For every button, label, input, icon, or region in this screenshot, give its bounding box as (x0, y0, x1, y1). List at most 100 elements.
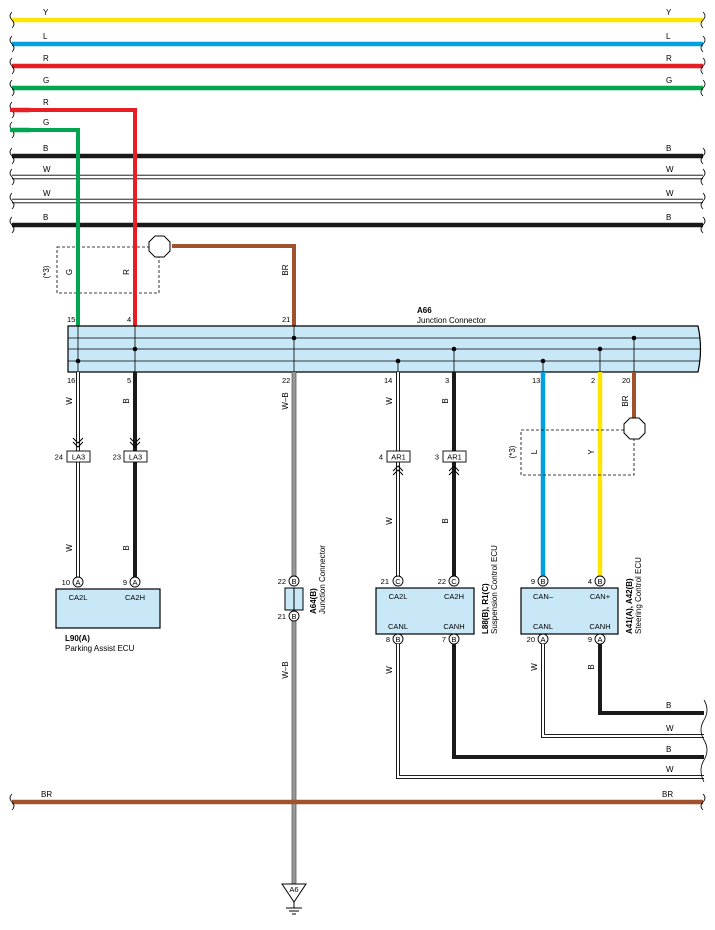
wire-br-drop (172, 244, 296, 326)
junction-pin-14: 14 (384, 376, 392, 385)
ar1-right-box (442, 450, 467, 463)
parking-ecu-box (55, 588, 161, 629)
parking-ecu-id: L90(A) (65, 634, 90, 643)
top-bus-break-left-1 (9, 35, 15, 53)
top-bus-break-left-7 (9, 168, 15, 186)
steering-top-l-name: CAN– (533, 592, 554, 601)
wire-label-br-drop: BR (281, 264, 290, 275)
junction-pin-2: 2 (591, 376, 595, 385)
a64-id: A64(B) (309, 588, 318, 614)
junction-pin-4: 4 (127, 315, 131, 324)
la3-chevron-left (72, 437, 84, 448)
top-bus-label-left-3: G (43, 76, 49, 85)
top-bus-break-left-6 (9, 147, 15, 165)
bottom-bus-break-right (700, 793, 706, 811)
ar1-right-id: AR1 (447, 453, 462, 462)
parking-ecu-pin-h-conn: A (132, 578, 137, 587)
a64-bot-pin-circle (288, 610, 300, 622)
steering-bot-l-num: 20 (527, 635, 535, 644)
top-bus-break-right-6 (700, 147, 706, 165)
top-bus-break-left-2 (9, 57, 15, 75)
suspension-bot-h-name: CANH (443, 622, 464, 631)
suspension-top-l-conn: C (395, 577, 401, 586)
suspension-top-h-conn: C (451, 577, 457, 586)
top-bus-label-left-2: R (43, 54, 49, 63)
top-bus-break-right-2 (700, 57, 706, 75)
top-bus-label-left-5: G (43, 118, 49, 127)
wire-label-br20: BR (621, 395, 630, 406)
wire-label-wb-lower: W–B (281, 661, 290, 678)
la3-left-pin: 24 (55, 453, 63, 462)
a64-top-conn: B (291, 577, 296, 586)
la3-right-box (123, 450, 148, 463)
parking-ecu-pin-l-circle (72, 576, 84, 588)
top-bus-break-left-3 (9, 79, 15, 97)
steering-ecu-name: Steering Control ECU (634, 557, 643, 634)
top-bus-break-right-7 (700, 168, 706, 186)
suspension-top-l-name: CA2L (389, 592, 408, 601)
parking-ecu-pin-h-name: CA2H (125, 593, 145, 602)
right-exit-label-4: W (666, 765, 674, 774)
suspension-bot-h-conn: B (451, 635, 456, 644)
wire-label-y2: Y (587, 449, 596, 455)
wire-w-st-low (541, 644, 704, 738)
wire-w-sc-low (396, 644, 704, 779)
wire-g-drop (10, 128, 80, 326)
shield-marker-right: (*3) (508, 445, 517, 458)
steering-bot-h-conn: A (597, 635, 602, 644)
ground-id: A6 (289, 885, 298, 894)
steering-top-h-num: 4 (588, 577, 592, 586)
steering-ecu-id: A41(A), A42(B) (625, 578, 634, 634)
top-bus-break-left-8 (9, 192, 15, 210)
top-bus-label-right-0: Y (666, 8, 672, 17)
top-bus-label-left-7: W (43, 165, 51, 174)
parking-ecu-pin-h-num: 9 (123, 578, 127, 587)
ar1-chevron-right (448, 465, 460, 476)
a64-name: Junction Connector (318, 545, 327, 614)
wire-label-r-drop: R (122, 269, 131, 275)
parking-ecu-pin-l-num: 10 (62, 578, 70, 587)
right-exit-break (700, 699, 708, 783)
parking-ecu-pin-h-circle (129, 576, 141, 588)
junction-pin-3: 3 (445, 376, 449, 385)
la3-left-box (66, 450, 91, 463)
wire-label-b3: B (441, 398, 450, 403)
suspension-ecu-name: Suspension Control ECU (490, 545, 499, 634)
wire-label-wb22: W–B (281, 392, 290, 409)
ar1-left-id: AR1 (391, 453, 406, 462)
junction-dots (75, 335, 637, 364)
ground-symbol (286, 902, 302, 915)
la3-left-id: LA3 (72, 453, 85, 462)
right-exit-label-1: B (666, 701, 671, 710)
a64-top-pin: 22 (278, 577, 286, 586)
steering-top-l-circle (537, 575, 549, 587)
wire-label-b-pa: B (122, 545, 131, 550)
suspension-top-l-circle (392, 575, 404, 587)
steering-top-h-conn: B (597, 577, 602, 586)
ground-triangle (281, 883, 307, 903)
suspension-bot-l-num: 8 (386, 635, 390, 644)
junction-pin-5: 5 (127, 376, 131, 385)
top-bus-label-right-2: R (666, 54, 672, 63)
suspension-ecu-id: L88(B), R1(C) (481, 583, 490, 634)
suspension-ecu-box (375, 587, 475, 635)
junction-pin-21: 21 (282, 315, 290, 324)
junction-pin-13: 13 (532, 376, 540, 385)
top-bus-label-left-9: B (43, 213, 48, 222)
wire-label-w-pa: W (65, 544, 74, 552)
ar1-left-box (386, 450, 411, 463)
suspension-bot-h-num: 7 (442, 635, 446, 644)
top-bus-label-left-0: Y (43, 8, 49, 17)
wire-b-sc-low (452, 644, 704, 759)
top-bus-label-right-8: W (666, 189, 674, 198)
junction-pin-20: 20 (622, 376, 630, 385)
a64-top-pin-circle (288, 575, 300, 587)
parking-ecu-pin-l-name: CA2L (69, 593, 88, 602)
top-bus-label-right-1: L (666, 32, 671, 41)
right-exit-label-3: B (666, 745, 671, 754)
top-bus-break-right-0 (700, 11, 706, 29)
ar1-left-pin: 4 (379, 453, 383, 462)
top-bus-label-left-8: W (43, 189, 51, 198)
